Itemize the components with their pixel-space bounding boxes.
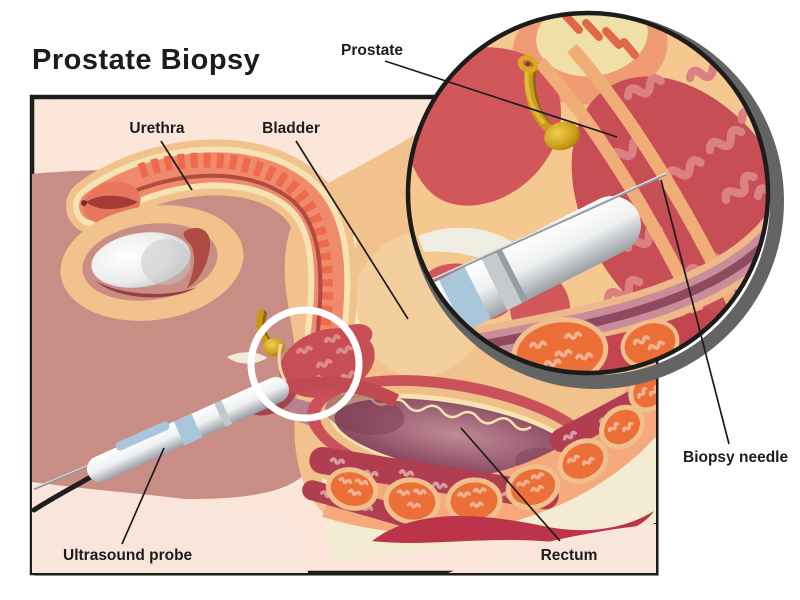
bladder-label: Bladder (262, 120, 320, 137)
epididymis (183, 227, 211, 288)
probe-magnified (409, 172, 667, 347)
ultrasound-probe-label: Ultrasound probe (63, 547, 193, 564)
ultrasound-probe (32, 377, 289, 513)
biopsy-needle-leader (660, 179, 730, 445)
page-title: Prostate Biopsy (32, 44, 260, 76)
probe-blue-band-magnified (438, 267, 491, 332)
ultrasound-probe-leader (121, 447, 165, 545)
inset-ring (405, 10, 771, 376)
bladder-leader (295, 140, 409, 320)
highlight-ring (247, 306, 363, 422)
pubic-bone-tip (227, 352, 267, 364)
marrow-strip (550, 387, 650, 453)
lower-right-skin (448, 524, 656, 573)
seminal-vesicle-magnified (544, 121, 580, 151)
prostate-leader (384, 60, 618, 138)
labels: Prostate Biopsy Urethra Bladder Prostate… (32, 42, 788, 564)
penis-shape (66, 139, 358, 360)
seminal-duct-magnified (517, 55, 580, 151)
pubic-cartilage (418, 227, 534, 287)
urethra-label: Urethra (129, 120, 185, 137)
scrotum-testicle (60, 205, 244, 321)
prostate-label: Prostate (341, 42, 403, 59)
rectum-leader (460, 427, 561, 542)
probe-blue-band (173, 413, 203, 446)
lower-left-skin (32, 482, 308, 573)
needle-guide (115, 421, 170, 451)
urethra-line (94, 173, 323, 332)
rectum-label: Rectum (541, 547, 598, 564)
corpus-ribs (137, 152, 333, 327)
urethra-leader (160, 140, 193, 191)
biopsy-needle-magnified (429, 172, 667, 283)
biopsy-needle-label: Biopsy needle (683, 449, 788, 466)
